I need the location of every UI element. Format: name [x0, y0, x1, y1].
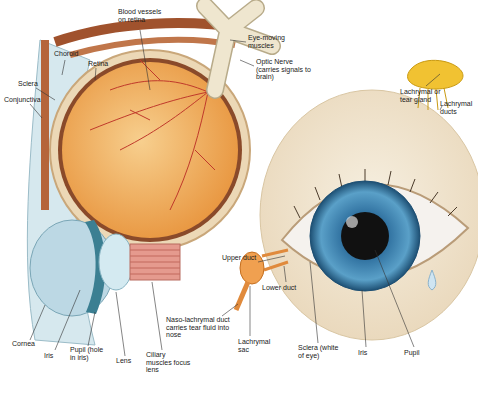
part-label: Lower duct [262, 284, 298, 292]
part-label: Ciliary muscles focus lens [146, 351, 192, 374]
part-label: Eye-moving muscles [248, 34, 296, 49]
part-label: Lachrymal sac [238, 338, 282, 353]
part-label: Sclera (white of eye) [298, 344, 342, 359]
part-label: Retina [88, 60, 118, 68]
part-label: Sclera [18, 80, 48, 88]
part-label: Blood vessels on retina [118, 8, 162, 23]
part-label: Cornea [12, 340, 44, 348]
part-label: Choroid [54, 50, 84, 58]
part-label: Lachrymal ducts [440, 100, 474, 115]
part-label: Optic Nerve (carries signals to brain) [256, 58, 312, 81]
part-label: Iris [44, 352, 60, 360]
part-label: Pupil (hole in iris) [70, 346, 106, 361]
part-label: Lachrymal or tear gland [400, 88, 444, 103]
part-label: Conjunctiva [4, 96, 46, 104]
part-label: Naso-lachrymal duct carries tear fluid i… [166, 316, 236, 339]
part-label: Pupil [404, 349, 430, 357]
part-label: Iris [358, 349, 378, 357]
part-label: Lens [116, 357, 138, 365]
part-label: Upper duct [222, 254, 258, 262]
